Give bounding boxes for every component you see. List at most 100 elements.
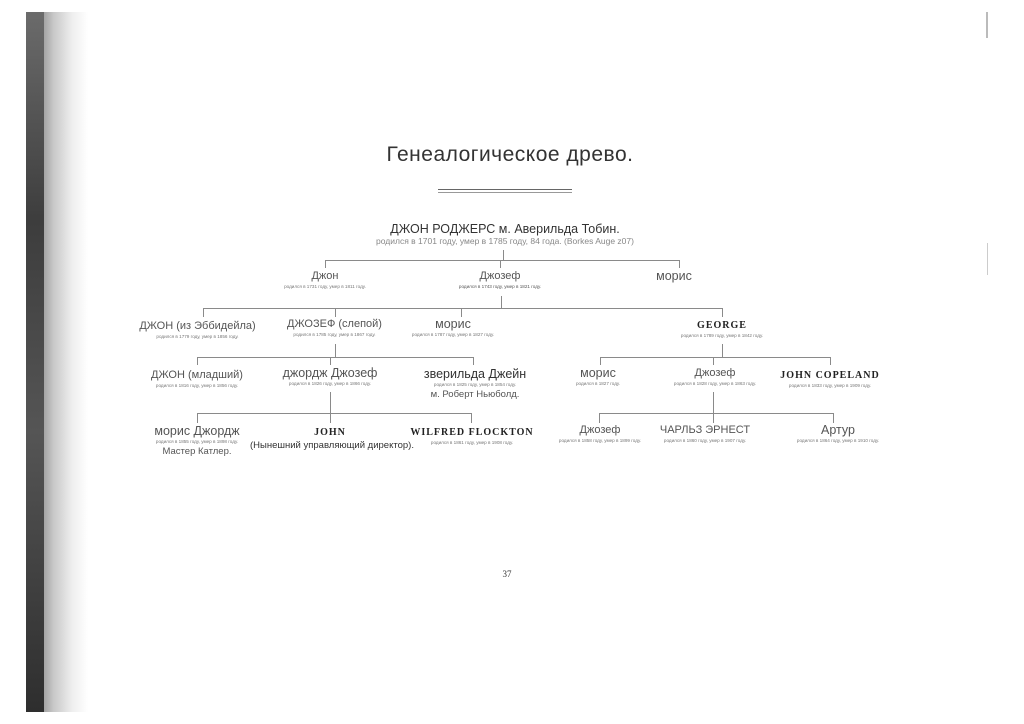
person-name: ДЖОЗЕФ (слепой) bbox=[287, 318, 382, 330]
person-name: JOHN bbox=[314, 427, 346, 438]
person-dates: родился в 1858 году, умер в 1899 году. bbox=[558, 438, 642, 443]
person-node: зверильда Джейн родился в 1825 году, уме… bbox=[410, 368, 540, 401]
person-node: ДЖОЗЕФ (слепой) родился в 1785 году, уме… bbox=[272, 318, 397, 338]
title-rule bbox=[438, 192, 572, 193]
person-name: морис Джордж bbox=[154, 424, 240, 438]
occupation-note: (Нынешний управляющий директор). bbox=[250, 440, 414, 451]
tree-connector bbox=[501, 296, 502, 308]
tree-connector bbox=[600, 357, 830, 358]
page-edge-mark bbox=[986, 12, 988, 38]
tree-connector bbox=[713, 413, 714, 423]
person-name: ДЖОН (младший) bbox=[151, 369, 243, 381]
person-dates: родился в 1861 году, умер в 1908 году. bbox=[430, 440, 514, 445]
person-dates: родился в 1827 году. bbox=[575, 381, 621, 386]
person-node: морис родился в 1787 году, умер в 1827 г… bbox=[398, 318, 508, 338]
tree-connector bbox=[330, 392, 331, 413]
person-dates: родился в 1864 году, умер в 1910 году. bbox=[796, 438, 880, 443]
person-name: морис bbox=[435, 317, 471, 331]
person-node: Джон родился в 1731 году, умер в 1811 го… bbox=[265, 270, 385, 290]
person-dates: родился в 1789 году, умер в 1842 году. bbox=[680, 333, 764, 338]
tree-connector bbox=[713, 357, 714, 365]
page-title: Генеалогическое древо. bbox=[386, 143, 634, 166]
tree-connector bbox=[599, 413, 600, 423]
person-dates: родился в 1785 году, умер в 1867 году. bbox=[293, 332, 376, 337]
tree-connector bbox=[599, 413, 833, 414]
person-name: ДЖОН (из Эббидейла) bbox=[139, 320, 256, 332]
tree-connector bbox=[679, 260, 680, 268]
person-node: морис Джордж родился в 1855 году, умер в… bbox=[137, 425, 257, 458]
person-node: морис родился в 1827 году. bbox=[562, 367, 634, 387]
person-name: зверильда Джейн bbox=[423, 367, 527, 381]
tree-connector bbox=[330, 413, 331, 423]
tree-connector bbox=[197, 413, 471, 414]
person-dates: родился в 1833 году, умер в 1909 году. bbox=[788, 383, 872, 388]
person-dates: родился в 1743 году, умер в 1821 году. bbox=[458, 284, 542, 289]
person-node: JOHN (Нынешний управляющий директор). bbox=[250, 426, 414, 452]
person-node: JOHN COPELAND родился в 1833 году, умер … bbox=[770, 369, 890, 389]
person-name: морис bbox=[580, 366, 616, 380]
tree-connector bbox=[473, 357, 474, 365]
tree-connector bbox=[500, 260, 501, 268]
person-name: морис bbox=[656, 269, 692, 283]
person-dates: родился в 1860 году, умер в 1907 году. bbox=[663, 438, 747, 443]
tree-connector bbox=[335, 344, 336, 357]
person-dates: родился в 1731 году, умер в 1811 году. bbox=[284, 284, 366, 289]
tree-connector bbox=[325, 260, 326, 268]
person-name: ДЖОН РОДЖЕРС м. Аверильда Тобин. bbox=[390, 222, 620, 236]
person-node: Джозеф родился в 1828 году, умер в 1863 … bbox=[665, 367, 765, 387]
person-dates: родился в 1701 году, умер в 1785 году, 8… bbox=[376, 236, 634, 246]
person-dates: родился в 1855 году, умер в 1898 году. bbox=[155, 439, 239, 444]
tree-root: ДЖОН РОДЖЕРС м. Аверильда Тобин. родился… bbox=[355, 223, 655, 247]
person-dates: родился в 1826 году, умер в 1866 году. bbox=[288, 381, 372, 386]
tree-connector bbox=[325, 260, 679, 261]
tree-connector bbox=[713, 392, 714, 413]
person-dates: родился в 1816 году, умер в 1856 году. bbox=[155, 383, 239, 388]
person-node: ДЖОН (младший) родился в 1816 году, умер… bbox=[137, 369, 257, 389]
person-node: GEORGE родился в 1789 году, умер в 1842 … bbox=[662, 319, 782, 339]
person-name: джордж Джозеф bbox=[282, 366, 378, 380]
person-node: WILFRED FLOCKTON родился в 1861 году, ум… bbox=[408, 426, 536, 446]
tree-connector bbox=[471, 413, 472, 423]
occupation-note: Мастер Катлер. bbox=[162, 446, 232, 457]
tree-connector bbox=[203, 308, 723, 309]
spouse-note: м. Роберт Ньюболд. bbox=[430, 389, 520, 400]
tree-connector bbox=[461, 308, 462, 317]
person-dates: родился в 1828 году, умер в 1863 году. bbox=[673, 381, 757, 386]
person-node: Артур родился в 1864 году, умер в 1910 г… bbox=[790, 424, 886, 444]
tree-connector bbox=[335, 308, 336, 317]
person-node: морис bbox=[634, 270, 714, 283]
person-name: Джозеф bbox=[579, 424, 621, 436]
person-name: Джозеф bbox=[479, 270, 521, 282]
person-name: WILFRED FLOCKTON bbox=[410, 427, 534, 438]
title-rule bbox=[438, 189, 572, 190]
page-edge-mark bbox=[987, 243, 988, 275]
book-spine-edge bbox=[26, 12, 44, 712]
person-name: JOHN COPELAND bbox=[780, 370, 880, 381]
person-dates: родился в 1787 году, умер в 1827 году. bbox=[411, 332, 495, 337]
person-name: Джозеф bbox=[694, 367, 736, 379]
person-node: ЧАРЛЬЗ ЭРНЕСТ родился в 1860 году, умер … bbox=[650, 424, 760, 444]
person-name: Артур bbox=[821, 423, 855, 437]
tree-connector bbox=[197, 357, 473, 358]
tree-connector bbox=[203, 308, 204, 317]
person-dates: родился в 1779 году, умер в 1856 году. bbox=[156, 334, 239, 339]
page-number: 37 bbox=[502, 569, 512, 579]
person-node: Джозеф родился в 1743 году, умер в 1821 … bbox=[440, 270, 560, 290]
tree-connector bbox=[600, 357, 601, 365]
tree-connector bbox=[197, 357, 198, 365]
person-name: GEORGE bbox=[697, 320, 747, 331]
person-node: ДЖОН (из Эббидейла) родился в 1779 году,… bbox=[130, 320, 265, 340]
tree-connector bbox=[830, 357, 831, 365]
person-name: ЧАРЛЬЗ ЭРНЕСТ bbox=[659, 424, 751, 436]
tree-connector bbox=[330, 357, 331, 365]
tree-connector bbox=[722, 308, 723, 317]
tree-connector bbox=[833, 413, 834, 423]
person-node: Джозеф родился в 1858 году, умер в 1899 … bbox=[555, 424, 645, 444]
tree-connector bbox=[503, 250, 504, 260]
tree-connector bbox=[197, 413, 198, 423]
person-name: Джон bbox=[311, 270, 339, 282]
tree-connector bbox=[722, 344, 723, 357]
person-dates: родился в 1825 году, умер в 1854 году. bbox=[433, 382, 517, 387]
person-node: джордж Джозеф родился в 1826 году, умер … bbox=[270, 367, 390, 387]
